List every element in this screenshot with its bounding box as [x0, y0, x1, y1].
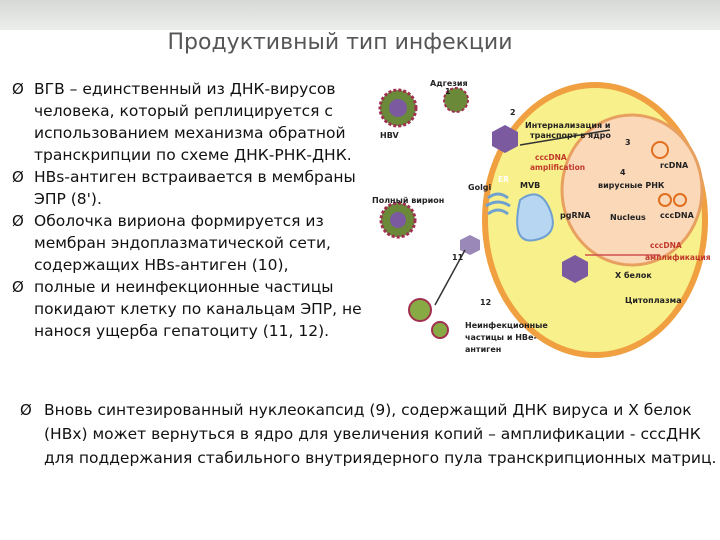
label-amplification-ru: амплификация	[645, 253, 711, 262]
rcdna-circle-icon	[651, 141, 669, 159]
bottom-bullet-item: Ø Вновь синтезированный нуклеокапсид (9)…	[20, 398, 720, 470]
er-membrane	[516, 193, 554, 242]
label-cccdna-amp: cccDNA	[535, 153, 567, 162]
label-full-virion: Полный вирион	[372, 196, 444, 205]
bullet-item: Ø ВГВ – единственный из ДНК-вирусов чело…	[12, 78, 382, 166]
label-x-protein: X белок	[615, 270, 652, 280]
label-noninfectious-2: частицы и HBe-	[465, 333, 537, 342]
bullet-arrow-icon: Ø	[20, 401, 32, 419]
label-hbv: HBV	[380, 131, 399, 140]
pathway-arrow	[519, 129, 611, 146]
noninfectious-particle-icon	[408, 298, 432, 322]
hbv-replication-diagram: Адгезия HBV Интернализация и транспорт в…	[372, 79, 711, 358]
label-golgi: Golgi	[468, 183, 492, 192]
label-cccdna-red: cccDNA	[650, 241, 682, 250]
bullet-arrow-icon: Ø	[12, 168, 24, 186]
label-transport: транспорт в ядро	[530, 131, 611, 140]
cccdna-circle-icon	[673, 193, 687, 207]
bullet-item: Ø Оболочка вириона формируется из мембра…	[12, 210, 382, 276]
bullet-arrow-icon: Ø	[12, 278, 24, 296]
bullet-text: Оболочка вириона формируется из мембран …	[34, 212, 331, 274]
bullet-text: ВГВ – единственный из ДНК-вирусов челове…	[34, 80, 352, 164]
bullet-item: Ø HBs-антиген встраивается в мембраны ЭП…	[12, 166, 382, 210]
step-number: 12	[480, 298, 491, 307]
hbv-virion-icon	[443, 87, 469, 113]
bullet-list: Ø ВГВ – единственный из ДНК-вирусов чело…	[12, 78, 382, 342]
bullet-text: полные и неинфекционные частицы покидают…	[34, 278, 362, 340]
slide-top-bar	[0, 0, 720, 30]
label-amplification: amplification	[530, 163, 585, 172]
noninfectious-particle-icon	[431, 321, 449, 339]
nucleocapsid-icon	[460, 235, 480, 255]
step-number: 1	[445, 87, 451, 96]
label-viral-rna: вирусные РНК	[598, 181, 665, 190]
hbv-core-icon	[389, 99, 407, 117]
label-mvb: MVB	[520, 181, 540, 190]
label-noninfectious-3: антиген	[465, 345, 501, 354]
virion-core-icon	[390, 212, 406, 228]
step-number: 11	[452, 253, 464, 262]
label-cccdna: cccDNA	[660, 211, 695, 220]
step-number: 4	[620, 168, 626, 177]
bullet-text: Вновь синтезированный нуклеокапсид (9), …	[44, 401, 717, 467]
bullet-arrow-icon: Ø	[12, 212, 24, 230]
label-internalization: Интернализация и	[525, 121, 611, 130]
nucleocapsid-icon	[492, 125, 518, 153]
pathway-arrow	[434, 249, 466, 306]
bullet-text: HBs-антиген встраивается в мембраны ЭПР …	[34, 168, 356, 208]
step-number: 2	[510, 108, 516, 117]
bullet-arrow-icon: Ø	[12, 80, 24, 98]
label-adhesion: Адгезия	[430, 79, 468, 88]
slide-title: Продуктивный тип инфекции	[167, 30, 513, 55]
bullet-item: Ø полные и неинфекционные частицы покида…	[12, 276, 382, 342]
label-rcdna: rcDNA	[660, 161, 689, 170]
label-nucleus: Nucleus	[610, 213, 646, 222]
label-noninfectious-1: Неинфекционные	[465, 321, 548, 330]
step-number: 3	[625, 138, 631, 147]
golgi	[485, 192, 511, 216]
nucleocapsid-icon	[562, 255, 588, 283]
label-pgrna: pgRNA	[560, 211, 591, 220]
label-er: ER	[498, 175, 509, 184]
cccdna-circle-icon	[658, 193, 672, 207]
label-cytoplasm: Цитоплазма	[625, 296, 682, 305]
